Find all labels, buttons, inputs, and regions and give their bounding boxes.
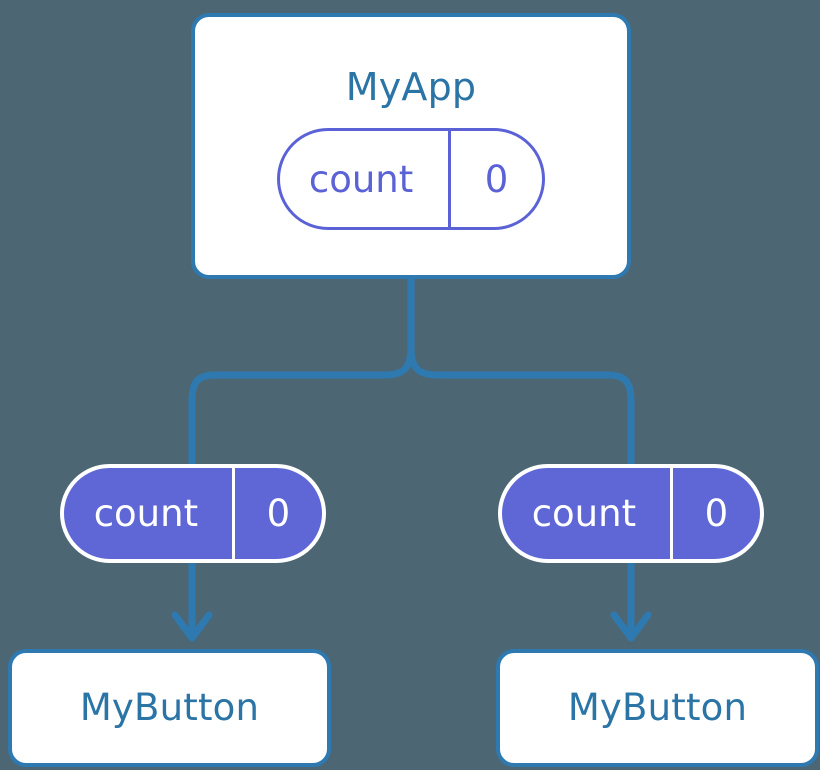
component-card-mybutton-right[interactable]: MyButton — [496, 649, 819, 767]
component-title-mybutton: MyButton — [79, 686, 260, 729]
fork-branch-left — [188, 347, 415, 464]
arrowhead-right-icon — [610, 611, 652, 642]
component-title-myapp: MyApp — [345, 65, 477, 109]
component-title-mybutton: MyButton — [567, 686, 748, 729]
prop-pill-right-count[interactable]: count 0 — [498, 464, 764, 563]
fork-branch-right — [407, 347, 635, 464]
state-pill-value: 0 — [448, 131, 542, 227]
state-pill-myapp-count[interactable]: count 0 — [277, 128, 545, 230]
arrowhead-left-icon — [171, 611, 213, 642]
prop-pill-value: 0 — [231, 468, 322, 559]
prop-pill-label: count — [93, 492, 199, 535]
prop-pill-value: 0 — [669, 468, 760, 559]
prop-pill-left-count[interactable]: count 0 — [60, 464, 326, 563]
prop-pill-label: count — [531, 492, 637, 535]
component-card-mybutton-left[interactable]: MyButton — [8, 649, 331, 767]
state-pill-label: count — [308, 157, 414, 201]
